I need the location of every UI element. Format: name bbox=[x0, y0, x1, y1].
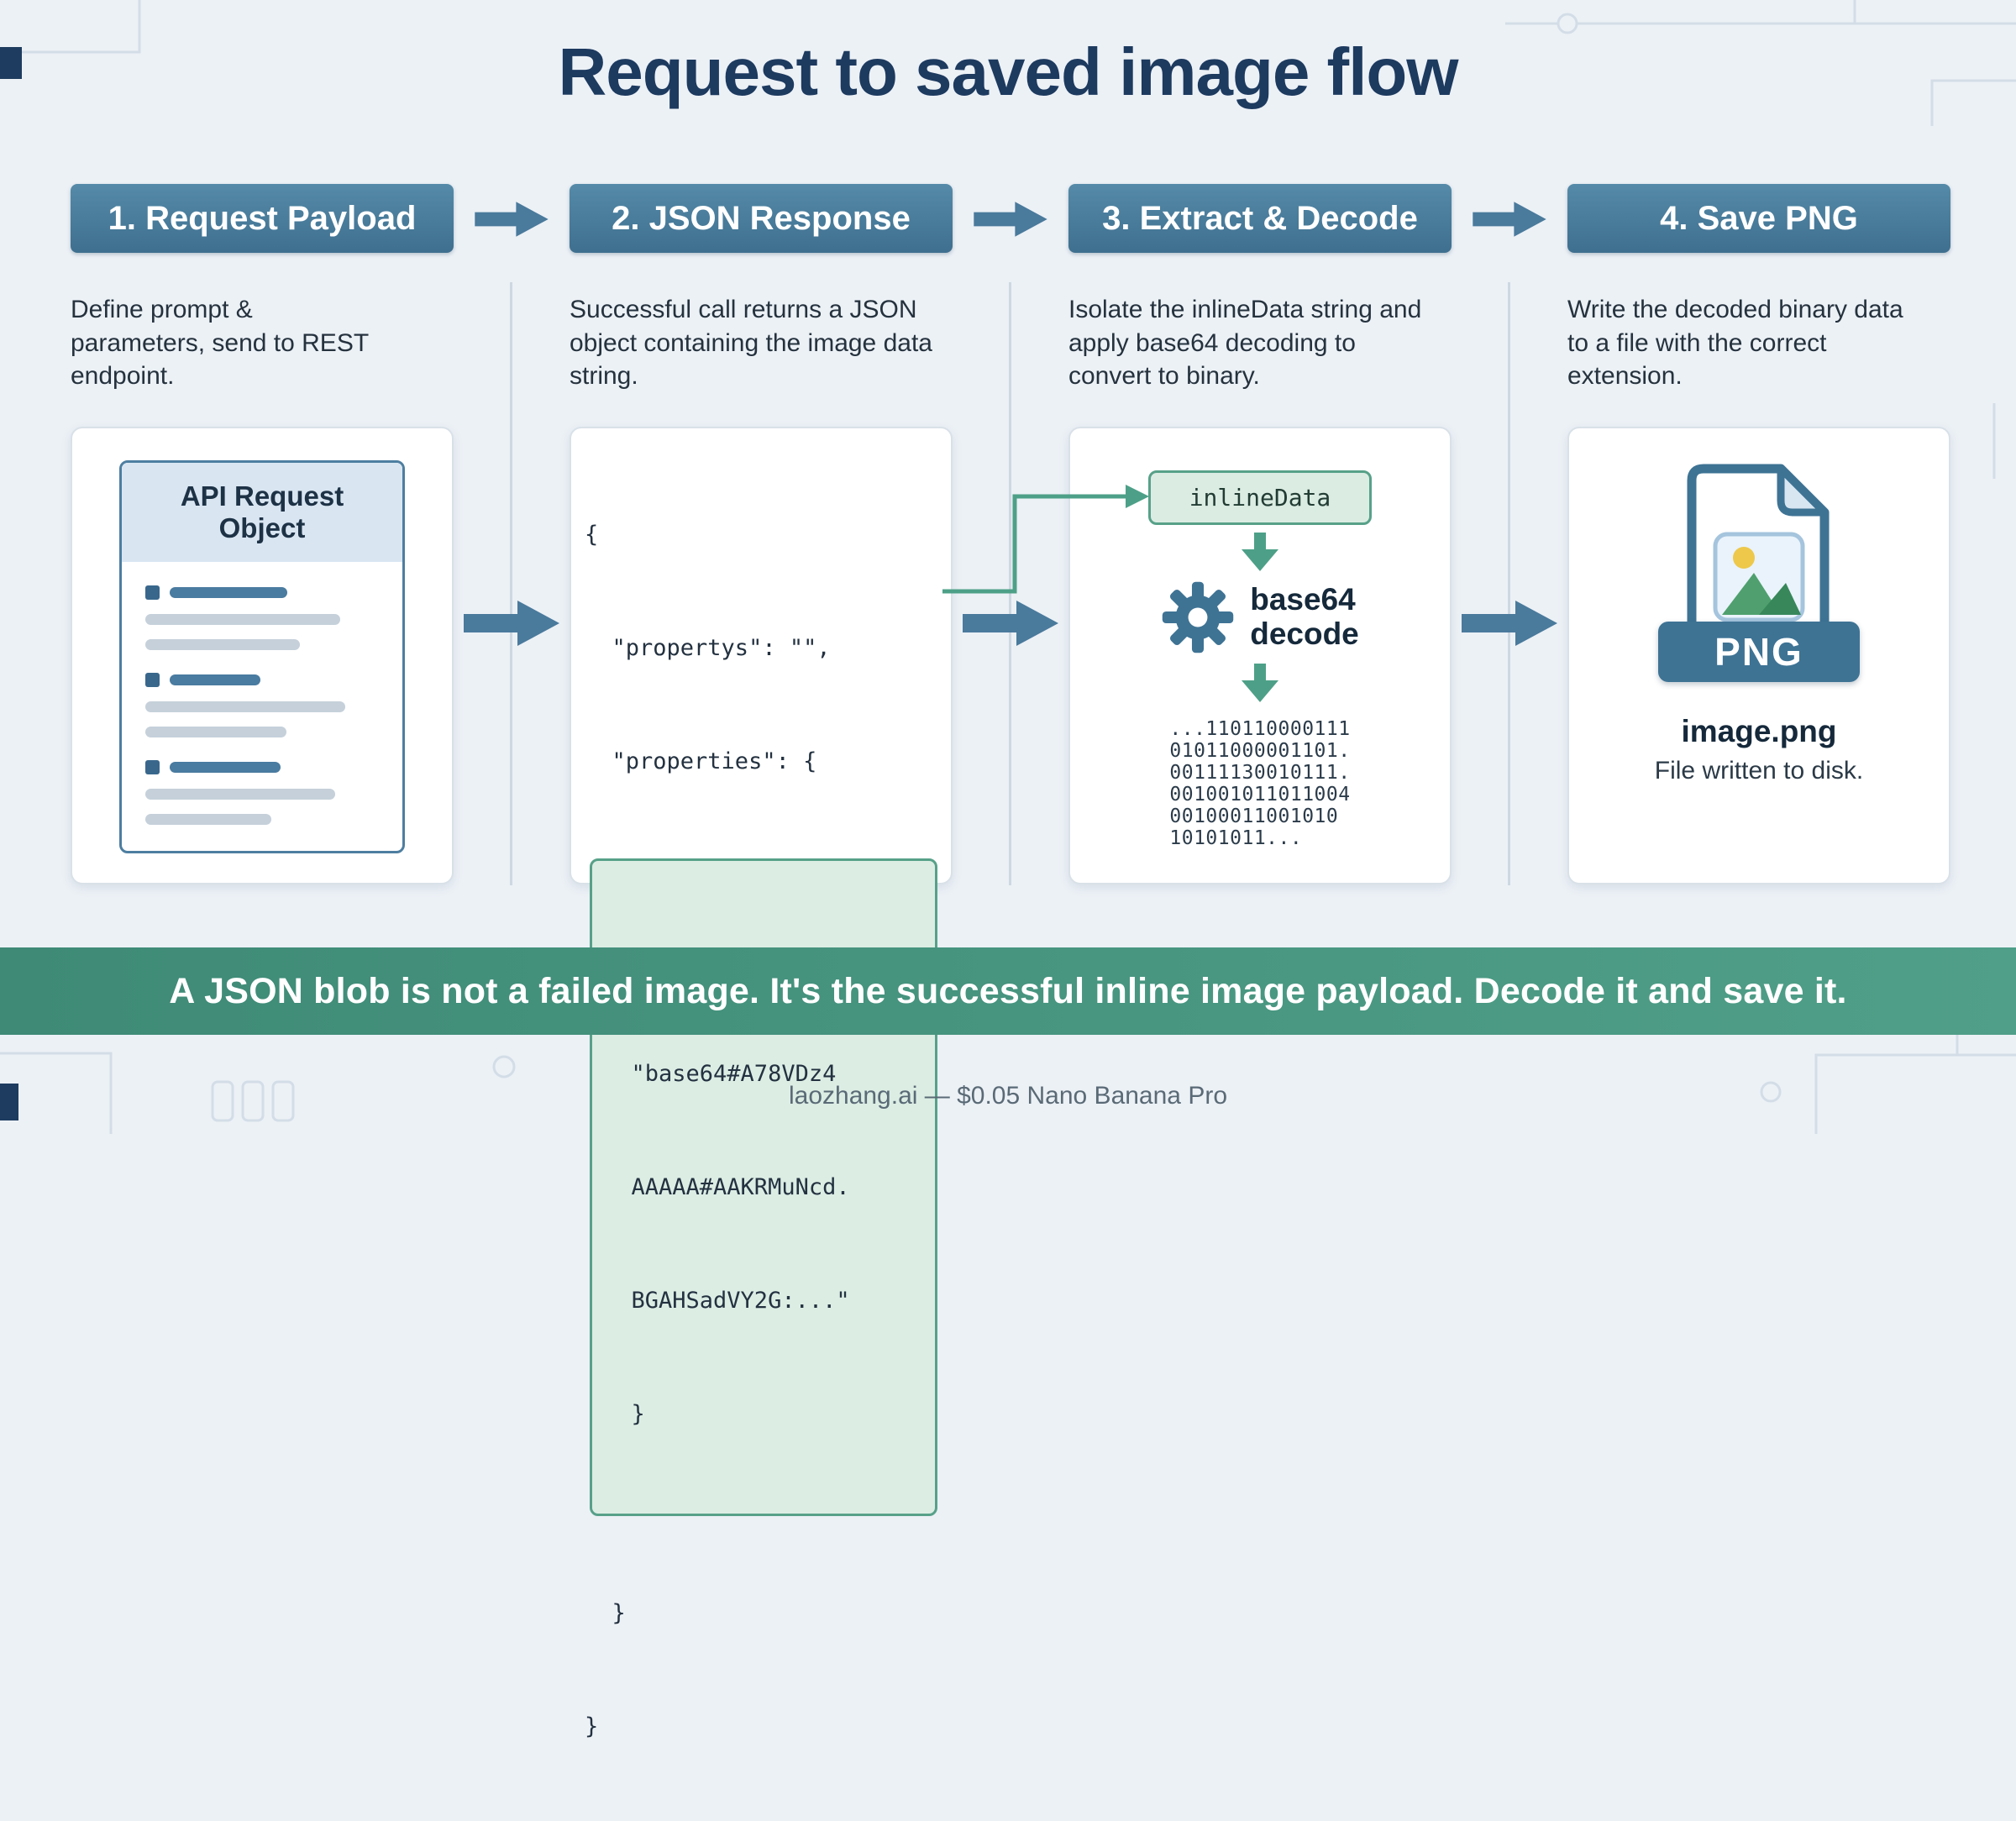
down-arrow-icon bbox=[1242, 664, 1278, 702]
field-value-row bbox=[145, 789, 379, 800]
step-1-header: 1. Request Payload bbox=[71, 184, 454, 253]
footer-credit: laozhang.ai — $0.05 Nano Banana Pro bbox=[788, 1082, 1228, 1110]
field-key-row bbox=[145, 760, 379, 774]
base64-decode-step: base64 decode bbox=[1161, 580, 1359, 654]
json-code-block: { "propertys": "", "properties": { "inli… bbox=[585, 440, 939, 1821]
api-request-fields bbox=[122, 562, 402, 848]
field-bar bbox=[145, 727, 286, 737]
flow-arrow-icon bbox=[464, 601, 559, 646]
code-line: { bbox=[585, 522, 599, 548]
save-png-card: PNG image.png File written to disk. bbox=[1567, 427, 1950, 884]
field-bar bbox=[145, 639, 300, 650]
inline-data-chip: inlineData bbox=[1147, 470, 1373, 525]
code-line: BGAHSadVY2G:..." bbox=[604, 1288, 850, 1314]
binary-output-block: ...110110000111 01011000001101. 00111130… bbox=[1169, 718, 1350, 849]
decode-label-line: base64 bbox=[1250, 582, 1356, 617]
flow-arrow-icon bbox=[963, 601, 1058, 646]
binary-line: 01011000001101. bbox=[1169, 740, 1351, 762]
step-3-header: 3. Extract & Decode bbox=[1068, 184, 1452, 253]
code-line: "base64#A78VDz4 bbox=[604, 1061, 837, 1087]
step-3-description: Isolate the inlineData string and apply … bbox=[1068, 296, 1422, 391]
field-value-row bbox=[145, 701, 379, 712]
binary-line: 00111130010111. bbox=[1169, 762, 1351, 784]
binary-line: ...110110000111 bbox=[1169, 718, 1351, 740]
gear-icon bbox=[1162, 581, 1234, 653]
request-payload-card: API Request Object bbox=[71, 427, 454, 884]
step-4-header: 4. Save PNG bbox=[1567, 184, 1950, 253]
code-line: } bbox=[585, 1600, 626, 1626]
step-2: 2. JSON Response Successful call returns… bbox=[570, 184, 953, 1740]
step-3: 3. Extract & Decode Isolate the inlineDa… bbox=[1068, 184, 1452, 884]
saved-file-caption: File written to disk. bbox=[1654, 757, 1864, 785]
saved-filename: image.png bbox=[1681, 714, 1837, 748]
column-divider bbox=[510, 282, 512, 885]
field-bar bbox=[170, 587, 287, 598]
code-line: AAAAA#AAKRMuNcd. bbox=[604, 1174, 850, 1200]
callout-banner: A JSON blob is not a failed image. It's … bbox=[0, 947, 2016, 1035]
bullet-square-icon bbox=[145, 760, 160, 774]
code-line: "propertys": "", bbox=[585, 635, 831, 661]
image-thumbnail-icon bbox=[1713, 532, 1805, 622]
flow-arrow-icon bbox=[475, 202, 549, 237]
png-badge: PNG bbox=[1658, 622, 1860, 682]
field-value-row bbox=[145, 639, 379, 650]
step-1: 1. Request Payload Define prompt & param… bbox=[71, 184, 454, 884]
steps-row: 1. Request Payload Define prompt & param… bbox=[71, 184, 1950, 1740]
corner-accent-square bbox=[0, 47, 22, 79]
json-response-card: { "propertys": "", "properties": { "inli… bbox=[570, 427, 953, 1740]
field-key-row bbox=[145, 673, 379, 687]
step-2-description: Successful call returns a JSON object co… bbox=[570, 296, 932, 391]
flow-arrow-icon bbox=[1473, 202, 1546, 237]
step-4: 4. Save PNG Write the decoded binary dat… bbox=[1567, 184, 1950, 884]
step-1-description: Define prompt & parameters, send to REST… bbox=[71, 296, 369, 391]
callout-text: A JSON blob is not a failed image. It's … bbox=[169, 970, 1847, 1011]
document-icon bbox=[1687, 464, 1830, 677]
field-bar bbox=[145, 789, 335, 800]
bullet-square-icon bbox=[145, 585, 160, 600]
field-bar bbox=[170, 674, 260, 685]
field-value-row bbox=[145, 814, 379, 825]
binary-line: 00100011001010 bbox=[1169, 806, 1339, 827]
circuit-decoration bbox=[0, 0, 2016, 1134]
step-2-header: 2. JSON Response bbox=[570, 184, 953, 253]
field-bar bbox=[145, 814, 271, 825]
decode-label-line: decode bbox=[1250, 617, 1359, 651]
binary-line: 10101011... bbox=[1169, 827, 1303, 849]
field-value-row bbox=[145, 727, 379, 737]
api-request-object-panel: API Request Object bbox=[119, 460, 405, 853]
field-bar bbox=[145, 701, 345, 712]
flow-arrow-icon bbox=[1462, 601, 1557, 646]
bullet-square-icon bbox=[145, 673, 160, 687]
field-value-row bbox=[145, 614, 379, 625]
column-divider bbox=[1508, 282, 1510, 885]
corner-accent-square bbox=[0, 1084, 18, 1120]
step-4-description: Write the decoded binary data to a file … bbox=[1567, 296, 1903, 391]
api-request-object-title: API Request Object bbox=[122, 463, 402, 562]
down-arrow-icon bbox=[1242, 533, 1278, 571]
extract-decode-card: inlineData base64 decode bbox=[1068, 427, 1452, 884]
code-line: } bbox=[604, 1401, 645, 1427]
binary-line: 001001011011004 bbox=[1169, 784, 1351, 806]
field-bar bbox=[145, 614, 340, 625]
base64-decode-label: base64 decode bbox=[1250, 583, 1359, 651]
field-bar bbox=[170, 762, 281, 773]
code-line: "properties": { bbox=[585, 748, 817, 774]
page-title: Request to saved image flow bbox=[558, 34, 1458, 109]
field-key-row bbox=[145, 585, 379, 600]
flow-arrow-icon bbox=[974, 202, 1047, 237]
code-line: } bbox=[585, 1713, 599, 1740]
png-file-icon: PNG bbox=[1650, 460, 1868, 695]
